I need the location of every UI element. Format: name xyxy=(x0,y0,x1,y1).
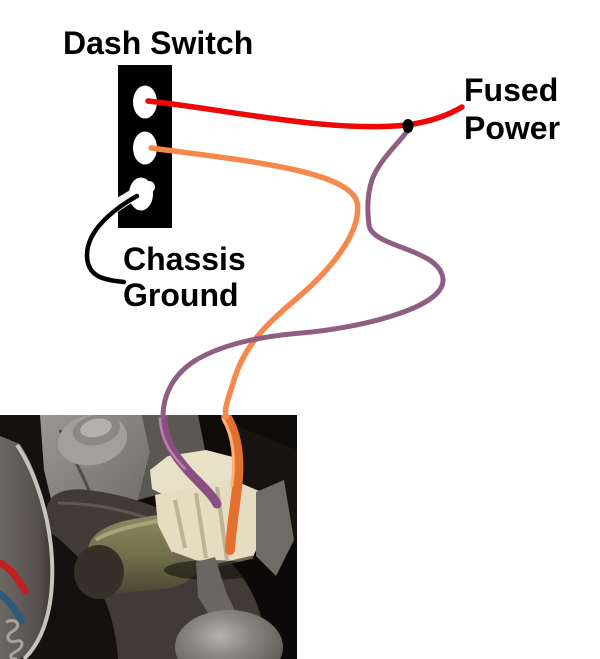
spring-coil xyxy=(5,619,24,659)
mounting-bolt xyxy=(57,415,128,466)
switch-terminal-hole-middle xyxy=(133,131,157,165)
blue-wire-photo xyxy=(0,590,26,625)
purple-wire-highlight xyxy=(158,417,187,471)
chassis-ground-label: Chassis Ground xyxy=(123,241,246,313)
orange-wire-highlight xyxy=(221,417,235,488)
switch-output-wire xyxy=(148,145,361,420)
bolt-highlight xyxy=(80,418,112,438)
switch-terminal-hole-top xyxy=(133,85,157,119)
underdash-photo xyxy=(0,415,297,659)
fused-power-label: Fused Power xyxy=(464,72,561,146)
wire-junction-dot xyxy=(402,119,414,133)
pedal-arm-highlight xyxy=(15,443,55,659)
switch-cylinder-cap xyxy=(74,545,124,599)
purple-wire-photo xyxy=(158,415,222,509)
chassis-ground-wire xyxy=(84,193,140,285)
orange-wire-photo xyxy=(221,415,244,555)
red-wire-photo xyxy=(0,559,29,595)
ground-wire-halo xyxy=(93,181,155,226)
diagram-title: Dash Switch xyxy=(63,25,254,61)
bracket-strip xyxy=(256,480,294,576)
bracket-neck xyxy=(196,557,236,624)
fused-power-wire xyxy=(145,98,465,130)
power-tap-wire xyxy=(160,127,446,420)
bracket-ball xyxy=(175,610,283,659)
